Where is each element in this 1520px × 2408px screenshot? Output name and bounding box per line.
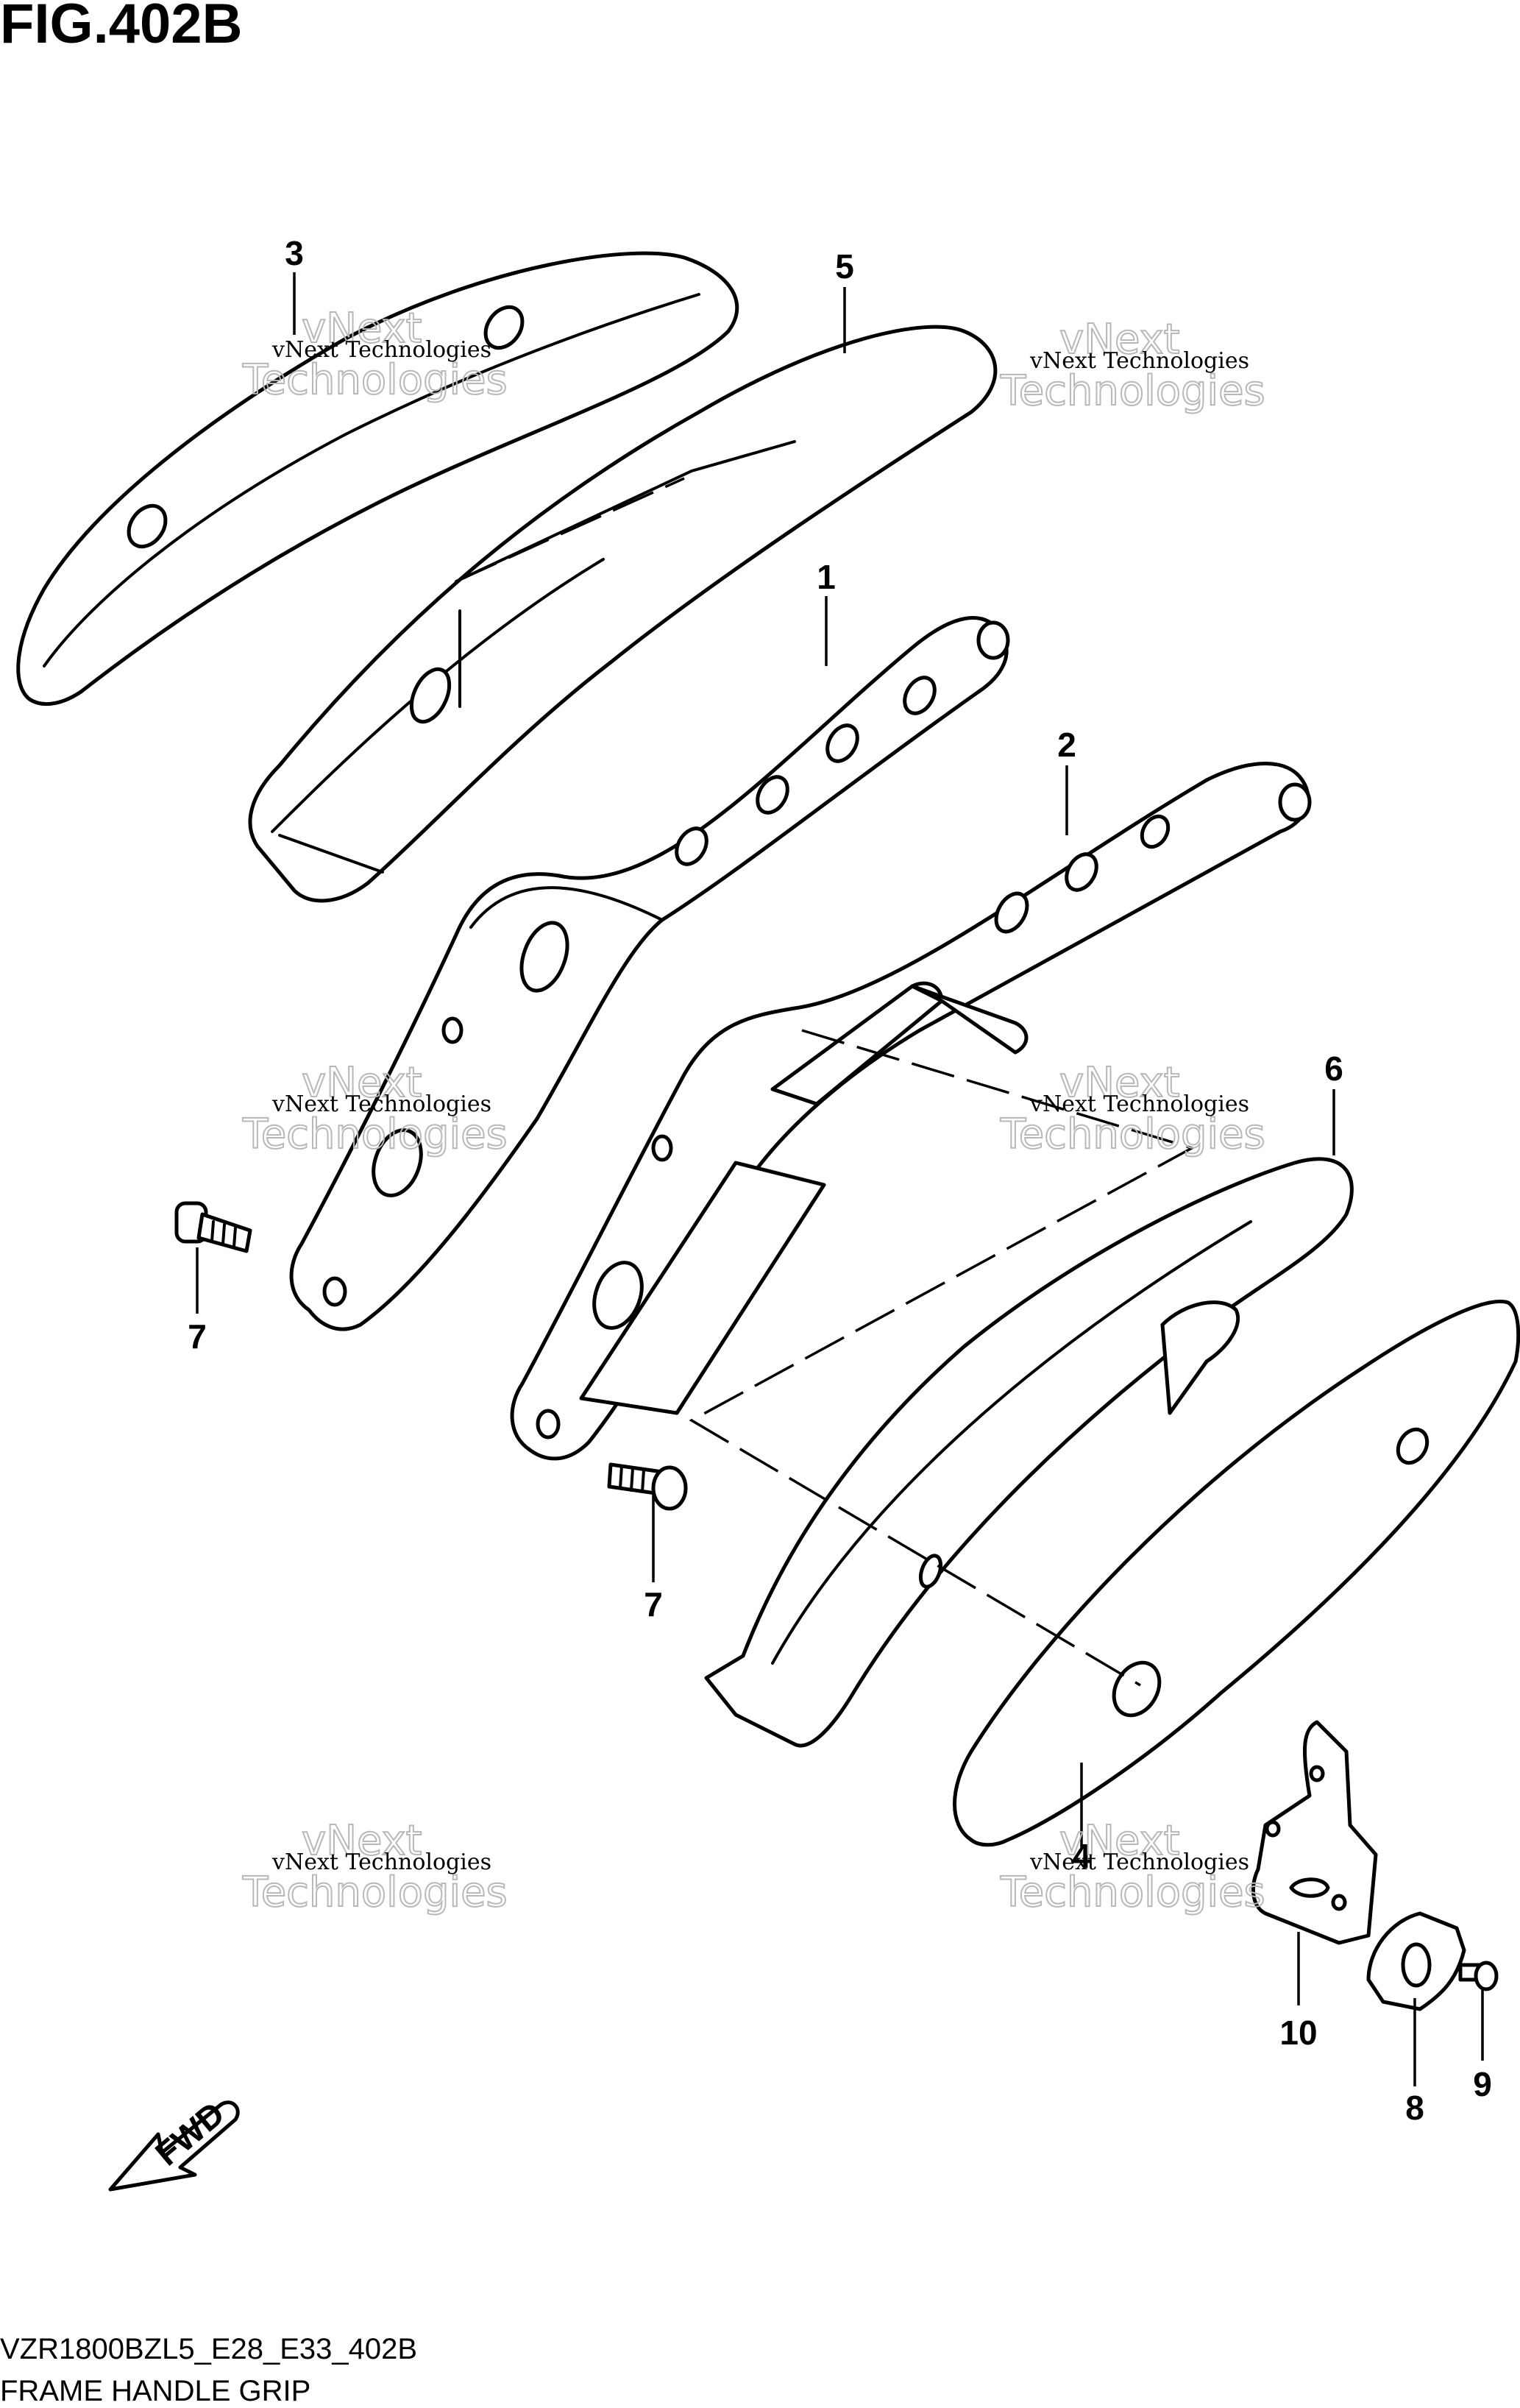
part-4-handle-cover[interactable] — [953, 1300, 1520, 1847]
bolt-7-center[interactable] — [607, 1462, 688, 1511]
part-5-handle-cover[interactable] — [248, 325, 998, 903]
fwd-arrow: FWD — [108, 2094, 240, 2192]
part-2-bracket[interactable] — [510, 762, 1312, 1461]
part-9-screw[interactable] — [1458, 1961, 1499, 1991]
part-6-grab-rail[interactable] — [704, 1157, 1354, 1748]
svg-text:Technologies: Technologies — [242, 1111, 508, 1158]
leader-lines — [196, 272, 1484, 2086]
callout-7-center: 7 — [644, 1585, 663, 1623]
svg-text:vNext Technologies: vNext Technologies — [271, 1849, 491, 1875]
callout-3: 3 — [285, 234, 304, 272]
callout-5: 5 — [835, 247, 854, 286]
svg-text:vNext: vNext — [302, 305, 422, 353]
callout-10: 10 — [1279, 2014, 1317, 2052]
svg-text:vNext Technologies: vNext Technologies — [1029, 1849, 1249, 1875]
watermarks: vNext Technologies vNext Technologies vN… — [241, 304, 1266, 1917]
part-10-bracket[interactable] — [1251, 1720, 1378, 1945]
bolt-7-left[interactable] — [174, 1201, 252, 1253]
svg-text:vNext: vNext — [1059, 1817, 1180, 1865]
svg-text:Technologies: Technologies — [1000, 1869, 1265, 1916]
assembly-line-5 — [455, 477, 685, 583]
part-8-clamp[interactable] — [1366, 1911, 1466, 2011]
part-1-bracket[interactable] — [289, 616, 1010, 1331]
svg-text:vNext: vNext — [302, 1817, 422, 1865]
callout-4: 4 — [1072, 1837, 1091, 1875]
figure-title: FIG.402B — [0, 0, 242, 55]
svg-text:vNext Technologies: vNext Technologies — [1029, 348, 1249, 374]
callouts: 3 5 1 2 6 7 7 4 10 8 9 — [188, 234, 1492, 2127]
svg-text:vNext: vNext — [1059, 1059, 1180, 1107]
callout-1: 1 — [817, 558, 836, 596]
svg-text:vNext: vNext — [1059, 316, 1180, 364]
svg-text:Technologies: Technologies — [242, 1869, 508, 1916]
callout-6: 6 — [1324, 1049, 1343, 1088]
svg-text:Technologies: Technologies — [1000, 1111, 1265, 1158]
svg-text:vNext: vNext — [302, 1059, 422, 1107]
callout-2: 2 — [1057, 726, 1076, 764]
callout-7-left: 7 — [188, 1317, 207, 1356]
svg-text:vNext Technologies: vNext Technologies — [1029, 1091, 1249, 1117]
callout-8: 8 — [1405, 2089, 1424, 2127]
figure-caption: FRAME HANDLE GRIP — [0, 2375, 310, 2407]
svg-text:Technologies: Technologies — [1000, 367, 1265, 415]
callout-9: 9 — [1473, 2065, 1492, 2103]
assembly-line-6 — [689, 1029, 1196, 1687]
svg-text:vNext Technologies: vNext Technologies — [271, 1091, 491, 1117]
model-code: VZR1800BZL5_E28_E33_402B — [0, 2333, 417, 2365]
svg-text:Technologies: Technologies — [242, 356, 508, 404]
part-3-handle-cover[interactable] — [16, 251, 739, 707]
svg-text:vNext Technologies: vNext Technologies — [271, 337, 491, 363]
